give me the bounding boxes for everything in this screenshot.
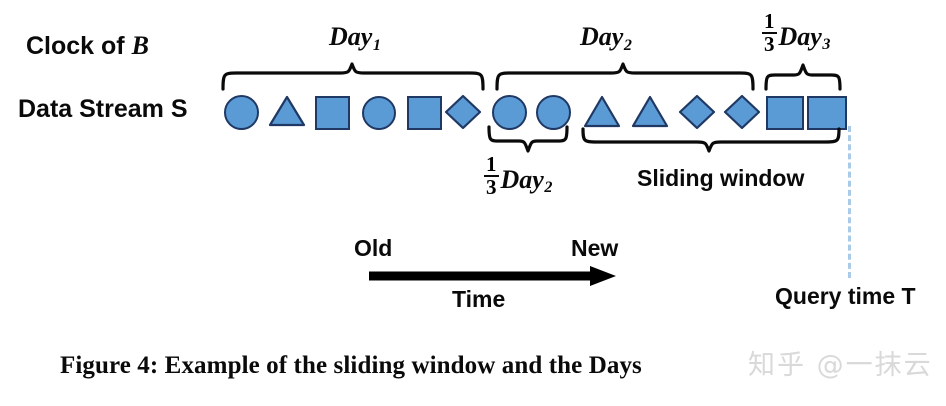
lower-day2-label-subscript: 2 <box>544 179 553 197</box>
clock-of-b-variable: B <box>131 31 149 60</box>
old-label: Old <box>354 235 393 261</box>
clock-of-b-label-text: Clock of <box>26 32 132 60</box>
time-arrow-icon <box>369 266 616 286</box>
lower-day2-label-text: Day <box>500 164 544 194</box>
stream-shape-circle-4 <box>362 96 396 130</box>
stream-shape-diamond-11 <box>678 94 716 130</box>
day1-label: Day1 <box>329 24 381 54</box>
stream-shape-square-13 <box>766 96 804 130</box>
data-stream-label: Data Stream S <box>18 95 188 123</box>
fraction-denominator: 3 <box>484 175 499 200</box>
day1-label-subscript: 1 <box>372 36 381 54</box>
stream-shape-square-5 <box>407 96 442 130</box>
stream-shape-diamond-6 <box>444 94 482 130</box>
sliding-window-bracket <box>581 127 841 153</box>
stream-shape-square-3 <box>315 96 350 130</box>
day1-label-text: Day <box>329 22 373 51</box>
day3-label-subscript: 3 <box>822 36 831 54</box>
query-time-label: Query time T <box>775 283 916 309</box>
day3-label-text: Day <box>778 21 822 51</box>
lower-day2-label: Day2 <box>500 164 553 197</box>
stream-shape-circle-8 <box>536 95 571 130</box>
time-axis-label: Time <box>452 286 506 312</box>
one-third-fraction-day3: 1 3 <box>762 9 777 57</box>
day2-label: Day2 <box>580 24 632 54</box>
fraction-numerator: 1 <box>764 9 775 33</box>
one-third-day3-bracket <box>764 63 842 91</box>
one-third-day3-label: 1 3 Day3 <box>762 9 831 57</box>
day2-bracket <box>495 62 755 91</box>
day2-label-subscript: 2 <box>623 36 632 54</box>
stream-shape-triangle-2 <box>268 95 306 127</box>
clock-of-b-label: Clock of B <box>26 33 149 59</box>
one-third-day2-label: 1 3 Day2 <box>484 152 553 200</box>
new-label: New <box>571 235 619 261</box>
sliding-window-label: Sliding window <box>637 165 805 191</box>
day1-bracket <box>221 62 485 91</box>
stream-shape-diamond-12 <box>723 94 761 130</box>
fraction-numerator: 1 <box>486 152 497 176</box>
watermark: 知乎 @一抹云 <box>748 350 933 381</box>
query-time-dashed-line <box>848 126 851 278</box>
stream-shape-triangle-9 <box>583 95 621 128</box>
figure-caption: Figure 4: Example of the sliding window … <box>60 352 642 379</box>
one-third-day2-bracket <box>487 125 569 153</box>
stream-shape-triangle-10 <box>631 95 669 128</box>
day2-label-text: Day <box>580 22 624 51</box>
stream-shape-circle-1 <box>224 95 259 130</box>
stream-shape-square-14 <box>807 96 847 130</box>
fraction-denominator: 3 <box>762 32 777 57</box>
one-third-fraction-day2: 1 3 <box>484 152 499 200</box>
stream-shape-circle-7 <box>492 95 527 130</box>
day3-label: Day3 <box>778 21 831 54</box>
